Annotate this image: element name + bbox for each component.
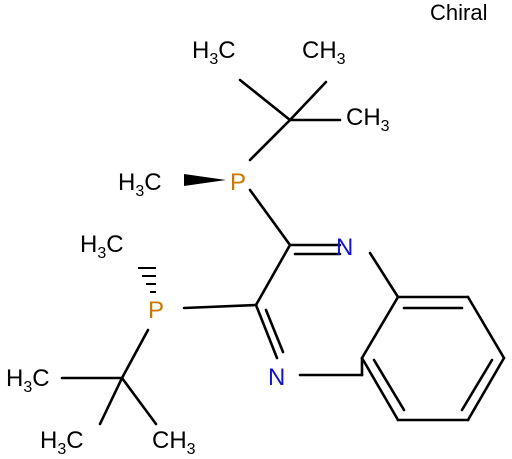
phosphorus-atom-bottom: P [148, 297, 164, 324]
methyl-group-ch3: CH3 [302, 37, 346, 68]
bond [248, 188, 292, 247]
phosphorus-atom-top: P [230, 169, 246, 196]
chiral-label: Chiral [430, 0, 488, 25]
bond [368, 251, 400, 299]
methyl-group-h3c: H3C [118, 169, 162, 200]
hashed-bond [138, 267, 156, 293]
bond [238, 78, 292, 122]
nitrogen-atom-top: N [336, 234, 353, 261]
methyl-group-h3c: H3C [40, 427, 84, 458]
bond [254, 303, 279, 360]
bond [360, 295, 400, 360]
nitrogen-atom-bottom: N [268, 364, 285, 391]
methyl-group-h3c: H3C [6, 365, 50, 396]
bond [248, 118, 292, 162]
methyl-group-ch3: CH3 [346, 104, 390, 135]
bond [466, 295, 506, 360]
bond [288, 80, 328, 122]
bond-double-inner [264, 308, 285, 354]
bond-double-inner [460, 358, 494, 412]
bond [466, 356, 506, 422]
wedge-bond [184, 174, 226, 186]
bond [360, 356, 400, 422]
bond [182, 303, 258, 310]
bond-double-inner [372, 358, 406, 412]
bond [120, 328, 150, 380]
methyl-group-h3c: H3C [192, 37, 236, 68]
bond [254, 243, 292, 307]
methyl-group-h3c: H3C [80, 231, 124, 262]
methyl-group-ch3: CH3 [152, 427, 196, 458]
bond [120, 376, 158, 426]
bond [98, 376, 124, 426]
